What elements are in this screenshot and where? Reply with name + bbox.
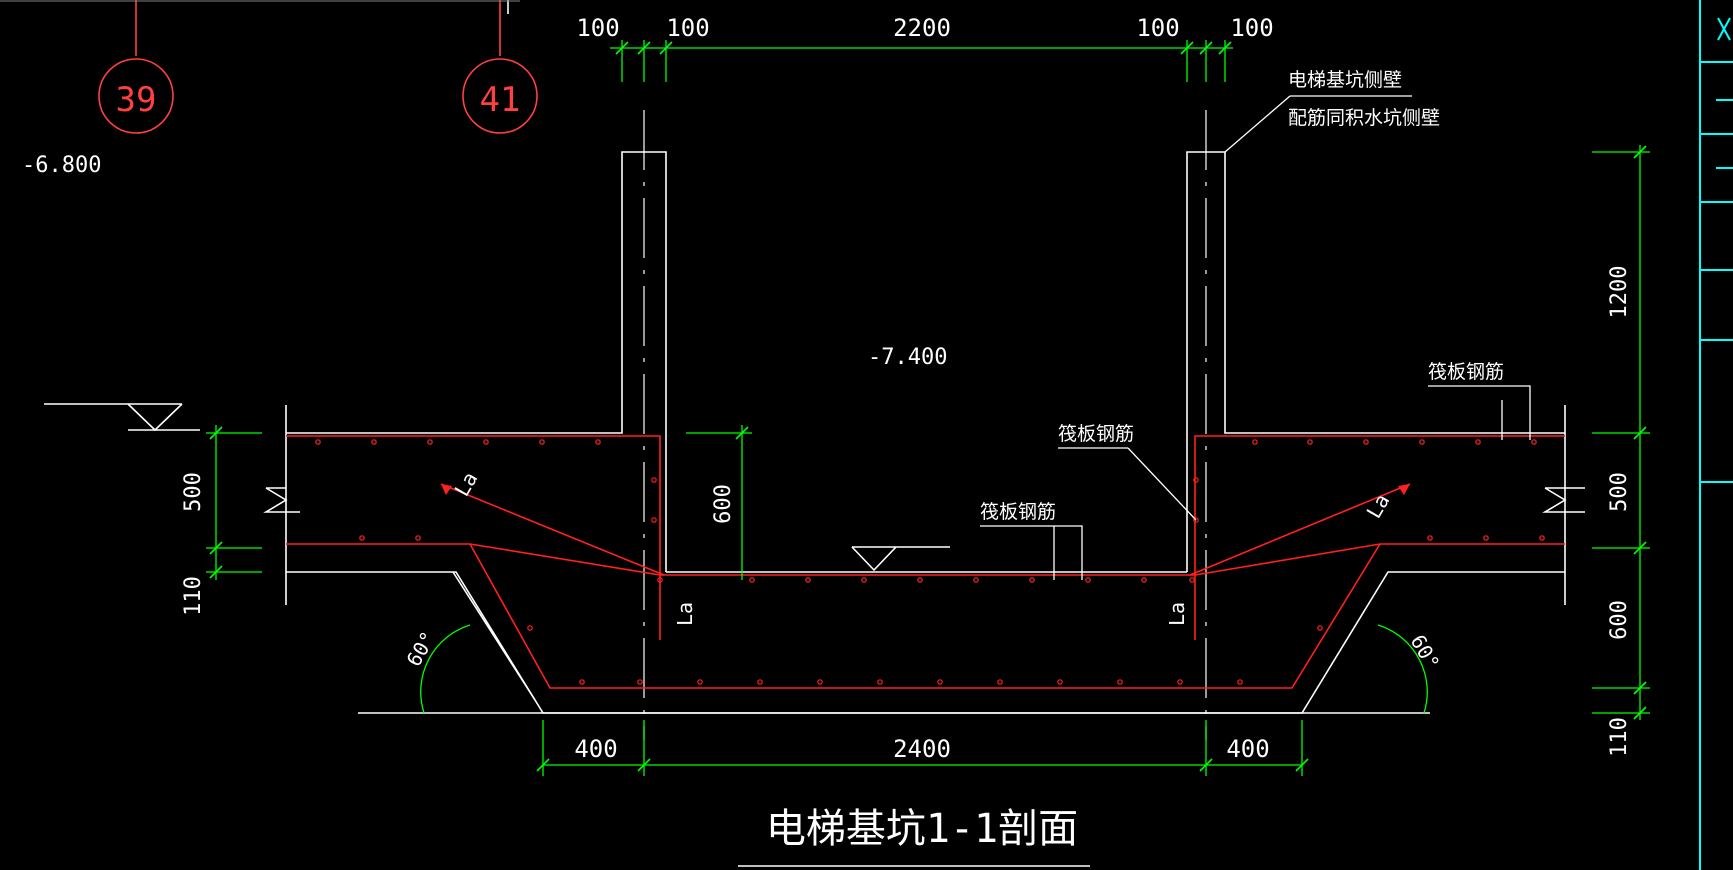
title-block-glyphs [1716,17,1733,169]
dim-right-500: 500 [1607,472,1632,512]
dim-top-3: 2200 [893,14,951,42]
dim-bottom-3: 400 [1226,735,1269,763]
callout-raft-right: 筏板钢筋 [1428,361,1504,383]
callout-raft-floor: 筏板钢筋 [980,501,1056,523]
angle-label-right: 60° [1406,631,1445,674]
angle-label-left: 60° [402,627,441,670]
concrete-outline [285,151,1566,714]
la-label-right-diagonal: La [1362,490,1395,523]
axis-bubble-39-label: 39 [116,80,157,120]
axis-bubble-41-label: 41 [480,80,521,120]
rebar-dots [315,439,1545,685]
callout-leader-raft-floor [980,525,1083,580]
dim-top-2: 100 [666,14,709,42]
break-symbol-left [263,487,300,513]
water-level-symbol-left [44,403,200,432]
la-label-left-vertical: La [673,602,697,626]
rebar-lines [286,435,1565,689]
la-label-left-diagonal: La [450,468,483,501]
dim-left-500: 500 [181,472,206,512]
title-block-frame [1699,0,1733,870]
callout-raft-center: 筏板钢筋 [1058,423,1134,445]
callout-leader-raft-center [1058,447,1197,521]
rebar-arrowheads [441,484,1410,495]
dim-inner-600: 600 [711,484,736,524]
dim-left-110: 110 [181,576,206,616]
dim-right-110: 110 [1607,717,1632,757]
floor-level-symbol [851,546,950,572]
axis-bubble-39: 39 [98,0,174,134]
dim-top-4: 100 [1136,14,1179,42]
wall-centerlines [643,110,1207,740]
callout-wall-line2: 配筋同积水坑侧壁 [1288,107,1440,129]
drawing-title: 电梯基坑1-1剖面 [766,806,1078,852]
callout-leader-wall [1224,95,1412,153]
dim-right-600: 600 [1607,600,1632,640]
la-label-right-vertical: La [1165,602,1189,626]
callout-wall-line1: 电梯基坑侧壁 [1288,69,1402,91]
dimension-ticks [209,41,1647,772]
break-symbol-right [1542,487,1585,513]
elevation-top-left: -6.800 [22,153,101,178]
dim-top-5: 100 [1230,14,1273,42]
elevation-pit-interior: -7.400 [868,345,947,370]
dim-bottom-2: 2400 [893,735,951,763]
dim-bottom-1: 400 [574,735,617,763]
axis-bubble-41: 41 [462,0,538,134]
dim-right-1200: 1200 [1607,266,1632,319]
dim-top-1: 100 [576,14,619,42]
callout-leader-raft-right [1428,385,1531,440]
